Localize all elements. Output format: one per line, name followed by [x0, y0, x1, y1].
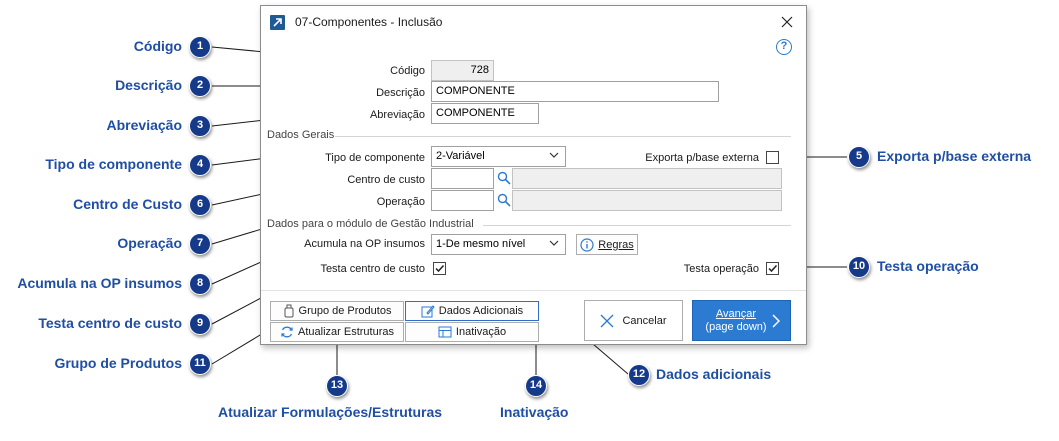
callout-tipo-componente: Tipo de componente	[45, 156, 182, 172]
callout-acumula: Acumula na OP insumos	[17, 275, 182, 291]
callout-descricao: Descrição	[115, 77, 182, 93]
tipo-componente-label: Tipo de componente	[325, 152, 425, 164]
footer-divider	[261, 290, 806, 291]
marker-7: 7	[189, 233, 211, 255]
callout-testa-operacao: Testa operação	[877, 258, 979, 274]
exporta-label: Exporta p/base externa	[645, 152, 759, 164]
cancel-label: Cancelar	[622, 314, 667, 327]
chevron-down-icon	[549, 240, 559, 246]
callout-exporta: Exporta p/base externa	[877, 148, 1032, 164]
edit-icon	[421, 305, 435, 318]
marker-8: 8	[189, 273, 211, 295]
callout-operacao: Operação	[117, 235, 182, 251]
acumula-select[interactable]: 1-De mesmo nível	[431, 234, 566, 255]
section-divider	[483, 225, 791, 226]
atualizar-estruturas-button[interactable]: Atualizar Estruturas	[270, 322, 404, 342]
abreviacao-field[interactable]: COMPONENTE	[431, 103, 539, 124]
exporta-checkbox[interactable]	[766, 151, 779, 164]
marker-5: 5	[848, 146, 870, 168]
marker-3: 3	[189, 115, 211, 137]
section-divider	[335, 136, 791, 137]
inativacao-label: Inativação	[455, 326, 507, 338]
atualizar-estruturas-label: Atualizar Estruturas	[298, 326, 394, 338]
testa-operacao-checkbox[interactable]	[766, 262, 779, 275]
bottle-icon	[284, 304, 294, 318]
descricao-label: Descrição	[376, 87, 425, 99]
refresh-icon	[281, 326, 293, 338]
componentes-dialog: 07-Componentes - Inclusão ? Código 728 D…	[260, 5, 807, 345]
inativacao-button[interactable]: Inativação	[405, 322, 539, 342]
marker-10: 10	[848, 256, 870, 278]
descricao-field[interactable]: COMPONENTE	[431, 81, 719, 102]
next-label: Avançar	[715, 308, 757, 320]
cancel-button[interactable]: Cancelar	[584, 300, 683, 341]
callout-inativacao: Inativação	[500, 404, 569, 420]
marker-13: 13	[326, 375, 348, 397]
gestao-industrial-title: Dados para o módulo de Gestão Industrial	[267, 218, 474, 230]
centro-custo-description	[512, 168, 782, 189]
next-shortcut: (page down)	[705, 321, 767, 333]
marker-12: 12	[628, 364, 650, 386]
callout-dados-adicionais: Dados adicionais	[656, 366, 772, 382]
title-bar: 07-Componentes - Inclusão	[261, 6, 806, 37]
checkmark-icon	[768, 264, 778, 273]
help-icon[interactable]: ?	[776, 39, 792, 55]
operacao-field[interactable]	[431, 190, 494, 211]
marker-9: 9	[189, 313, 211, 335]
marker-11: 11	[189, 353, 211, 375]
regras-label: Regras	[598, 238, 634, 251]
marker-1: 1	[189, 36, 211, 58]
app-arrow-icon	[270, 15, 285, 30]
marker-4: 4	[189, 154, 211, 176]
info-icon	[580, 237, 594, 252]
marker-14: 14	[525, 375, 547, 397]
regras-button[interactable]: Regras	[576, 234, 638, 255]
testa-centro-checkbox[interactable]	[433, 262, 446, 275]
dados-gerais-title: Dados Gerais	[267, 129, 335, 141]
testa-centro-label: Testa centro de custo	[320, 263, 425, 275]
chevron-right-icon	[772, 314, 780, 328]
codigo-label: Código	[390, 65, 425, 77]
abreviacao-label: Abreviação	[369, 109, 425, 121]
tipo-componente-value: 2-Variável	[436, 150, 485, 162]
callout-grupo-produtos: Grupo de Produtos	[54, 355, 182, 371]
close-icon	[601, 314, 614, 327]
dados-adicionais-label: Dados Adicionais	[438, 305, 524, 317]
search-icon[interactable]	[497, 193, 511, 207]
window-title: 07-Componentes - Inclusão	[295, 15, 443, 29]
next-button[interactable]: Avançar (page down)	[692, 300, 791, 341]
tipo-componente-select[interactable]: 2-Variável	[431, 146, 566, 167]
checkmark-icon	[435, 264, 445, 273]
centro-custo-field[interactable]	[431, 168, 494, 189]
table-icon	[438, 326, 452, 338]
marker-2: 2	[189, 75, 211, 97]
callout-abreviacao: Abreviação	[106, 117, 182, 133]
close-button[interactable]	[772, 10, 802, 34]
acumula-value: 1-De mesmo nível	[436, 238, 526, 250]
dados-adicionais-button[interactable]: Dados Adicionais	[405, 301, 539, 321]
chevron-down-icon	[549, 152, 559, 158]
callout-testa-centro: Testa centro de custo	[38, 315, 182, 331]
close-icon	[781, 16, 793, 28]
search-icon[interactable]	[497, 171, 511, 185]
centro-custo-label: Centro de custo	[347, 174, 425, 186]
marker-6: 6	[189, 194, 211, 216]
callout-centro-custo: Centro de Custo	[73, 196, 182, 212]
operacao-description	[512, 190, 782, 211]
grupo-produtos-button[interactable]: Grupo de Produtos	[270, 301, 404, 321]
testa-operacao-label: Testa operação	[683, 263, 759, 275]
callout-codigo: Código	[133, 38, 182, 54]
acumula-label: Acumula na OP insumos	[304, 238, 425, 250]
callout-atualizar: Atualizar Formulações/Estruturas	[218, 404, 443, 420]
codigo-field: 728	[431, 60, 494, 81]
grupo-produtos-label: Grupo de Produtos	[298, 305, 392, 317]
operacao-label: Operação	[376, 196, 425, 208]
